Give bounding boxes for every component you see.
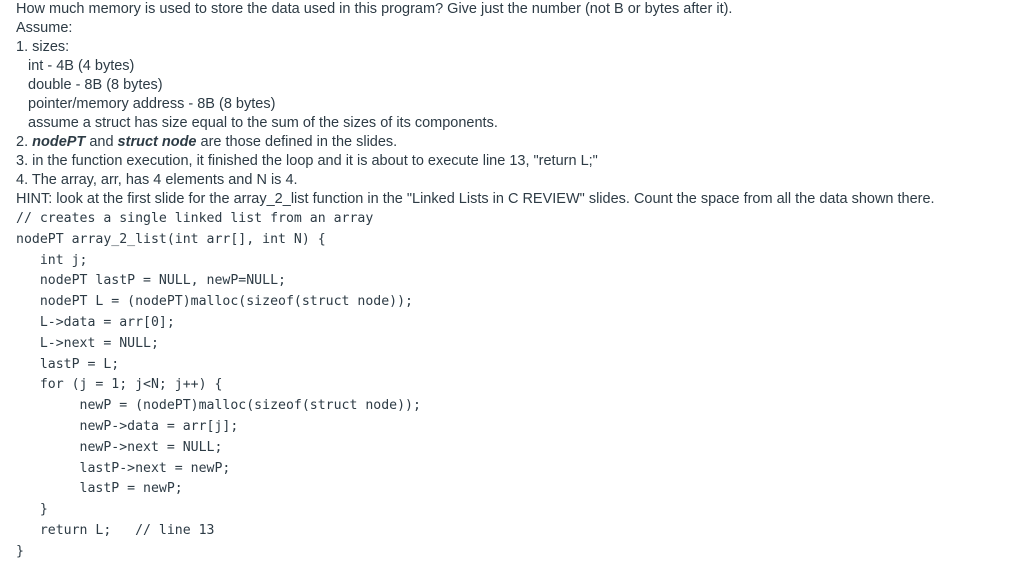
code-line: } [16, 502, 48, 518]
assumption-4: 4. The array, arr, has 4 elements and N … [16, 172, 298, 188]
term-nodept: nodePT [32, 134, 86, 150]
code-line: newP = (nodePT)malloc(sizeof(struct node… [16, 398, 421, 414]
assume-label: Assume: [16, 20, 73, 36]
code-line: nodePT L = (nodePT)malloc(sizeof(struct … [16, 294, 413, 310]
code-block: // creates a single linked list from an … [16, 209, 421, 563]
code-line: int j; [16, 252, 88, 268]
size-pointer: pointer/memory address - 8B (8 bytes) [28, 96, 276, 112]
assumption-2-prefix: 2. [16, 134, 33, 150]
assumption-2-suffix: are those defined in the slides. [196, 134, 398, 150]
code-line: nodePT lastP = NULL, newP=NULL; [16, 273, 286, 289]
code-line: lastP = L; [16, 356, 120, 372]
question-title: How much memory is used to store the dat… [16, 1, 733, 17]
assumption-3: 3. in the function execution, it finishe… [16, 153, 598, 169]
code-line: nodePT array_2_list(int arr[], int N) { [16, 231, 326, 247]
code-line: newP->data = arr[j]; [16, 418, 239, 434]
code-line: L->data = arr[0]; [16, 314, 175, 330]
assumption-2-and: and [85, 134, 118, 150]
question-text: How much memory is used to store the dat… [16, 0, 1016, 209]
code-line: lastP = newP; [16, 481, 183, 497]
code-line: lastP->next = newP; [16, 460, 231, 476]
size-double: double - 8B (8 bytes) [28, 77, 163, 93]
code-line: // creates a single linked list from an … [16, 211, 374, 226]
term-struct-node: struct node [117, 134, 197, 150]
size-struct: assume a struct has size equal to the su… [28, 115, 498, 131]
assumption-2: 2. nodePT and struct node are those defi… [16, 133, 1016, 152]
hint-text: HINT: look at the first slide for the ar… [16, 191, 935, 207]
code-line: L->next = NULL; [16, 335, 159, 351]
size-int: int - 4B (4 bytes) [28, 58, 135, 74]
code-line: } [16, 543, 24, 559]
code-line: newP->next = NULL; [16, 439, 223, 455]
code-line: for (j = 1; j<N; j++) { [16, 377, 223, 393]
sizes-heading: 1. sizes: [16, 39, 70, 55]
code-line: return L; // line 13 [16, 522, 215, 538]
